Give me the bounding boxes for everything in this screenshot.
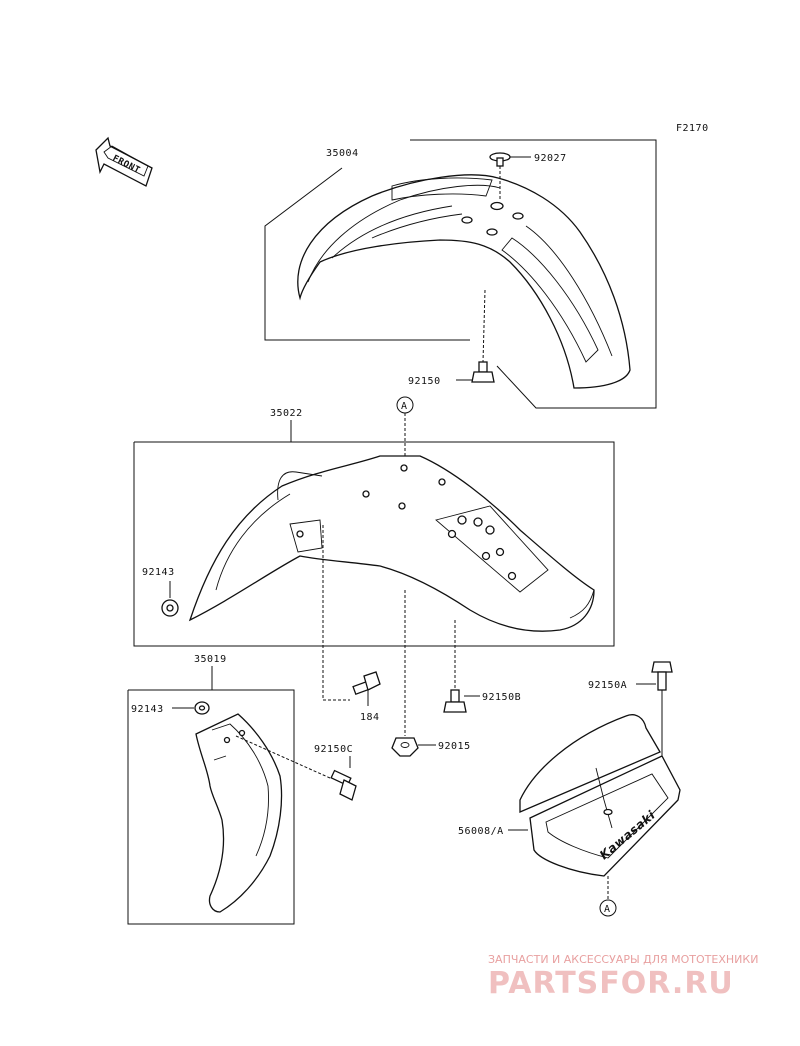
front-arrow-icon: FRONT (95, 136, 153, 187)
number-plate-box (519, 714, 661, 813)
diagram-code: F2170 (676, 123, 709, 134)
part-label-92150a: 92150A (588, 680, 627, 691)
watermark-tagline: ЗАПЧАСТИ И АКСЕССУАРЫ ДЛЯ МОТОТЕХНИКИ (488, 953, 758, 966)
part-label-92027: 92027 (534, 153, 567, 164)
watermark-logo: PARTSFOR.RU (488, 966, 734, 1001)
rear-fender-group: 35022 92143 (133, 408, 615, 647)
part-label-35019: 35019 (194, 654, 227, 665)
bolt-92150a-icon (651, 661, 673, 691)
part-label-56008a: 56008/A (458, 826, 504, 837)
part-label-92150b: 92150B (482, 692, 521, 703)
mud-flap-group: 35019 92143 92150C (127, 654, 357, 925)
part-label-92150c: 92150C (314, 744, 353, 755)
bolt-184-icon (352, 671, 381, 695)
front-fender-group: 35004 92027 92150 (264, 139, 657, 409)
mud-flap (195, 713, 283, 913)
part-label-92143-bottom: 92143 (131, 704, 164, 715)
part-label-92015: 92015 (438, 741, 471, 752)
part-label-92150: 92150 (408, 376, 441, 387)
callout-a-bottom-label: A (604, 904, 611, 915)
bolt-92150b-icon (443, 689, 467, 713)
bolt-92150-icon (471, 371, 495, 383)
rear-fender (188, 455, 595, 632)
part-label-35004: 35004 (326, 148, 359, 159)
callout-a-bottom (599, 899, 617, 917)
part-label-184: 184 (360, 712, 380, 723)
front-fender (297, 174, 631, 389)
part-label-35022: 35022 (270, 408, 303, 419)
part-label-92143-top: 92143 (142, 567, 175, 578)
bolt-92150c-icon (330, 769, 357, 801)
number-plate-group: 92150A Kawasaki 56008/A A (458, 661, 681, 917)
callout-a-top-label: A (401, 401, 408, 412)
nut-92015-icon (391, 737, 419, 757)
